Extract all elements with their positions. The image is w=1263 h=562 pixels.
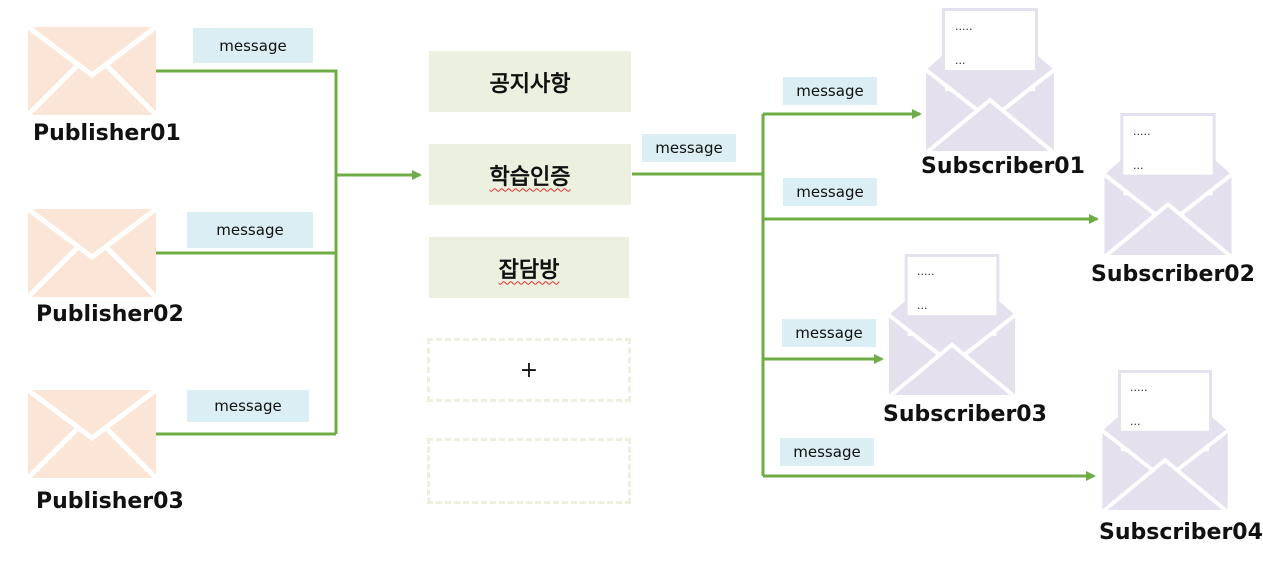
subscriber04-letter-line2: ... <box>1130 415 1141 428</box>
topic-study-verify-label: 학습인증 <box>489 164 571 190</box>
subscriber03-message-tag: message <box>782 319 876 347</box>
subscriber02-open-envelope-icon <box>1098 113 1238 259</box>
empty-topic-slot <box>427 438 631 504</box>
add-topic-slot[interactable]: + <box>427 338 631 402</box>
publisher03-label: Publisher03 <box>36 489 184 514</box>
publisher01-message-tag: message <box>193 28 313 63</box>
subscriber04-letter-line1: ..... <box>1130 381 1148 394</box>
subscriber01-open-envelope-icon <box>920 8 1060 155</box>
topic-notice[interactable]: 공지사항 <box>429 51 631 112</box>
subscriber03-open-envelope-icon <box>883 254 1021 399</box>
publisher02-label: Publisher02 <box>36 302 184 327</box>
topic-study-verify[interactable]: 학습인증 <box>429 144 631 205</box>
subscriber03-letter-line1: ..... <box>917 265 935 278</box>
publisher03-envelope-icon <box>26 388 158 480</box>
topic-chat-room[interactable]: 잡담방 <box>429 237 629 298</box>
subscriber01-letter-line1: ..... <box>955 20 973 33</box>
subscriber01-label: Subscriber01 <box>921 154 1085 179</box>
subscriber04-message-tag: message <box>780 438 874 466</box>
subscriber02-letter-line2: ... <box>1133 159 1144 172</box>
subscriber03-label: Subscriber03 <box>883 402 1047 427</box>
subscriber02-letter-line1: ..... <box>1133 125 1151 138</box>
publisher02-envelope-icon <box>26 207 158 299</box>
add-topic-plus: + <box>519 357 539 383</box>
publisher03-message-tag: message <box>187 390 309 422</box>
publisher01-label: Publisher01 <box>33 121 181 146</box>
subscriber02-message-tag: message <box>783 178 877 206</box>
topic-notice-label: 공지사항 <box>489 71 571 97</box>
subscriber03-letter-line2: ... <box>917 299 928 312</box>
subscriber04-label: Subscriber04 <box>1099 520 1263 545</box>
subscriber01-message-tag: message <box>783 77 877 105</box>
publisher01-envelope-icon <box>26 25 158 117</box>
subscriber04-open-envelope-icon <box>1096 370 1234 514</box>
subscriber01-letter-line2: ... <box>955 54 966 67</box>
wire-publisher01 <box>156 69 338 434</box>
publisher02-message-tag: message <box>187 212 313 248</box>
broker-message-tag: message <box>642 134 736 162</box>
topic-chat-room-label: 잡담방 <box>498 257 560 283</box>
subscriber02-label: Subscriber02 <box>1091 262 1255 287</box>
